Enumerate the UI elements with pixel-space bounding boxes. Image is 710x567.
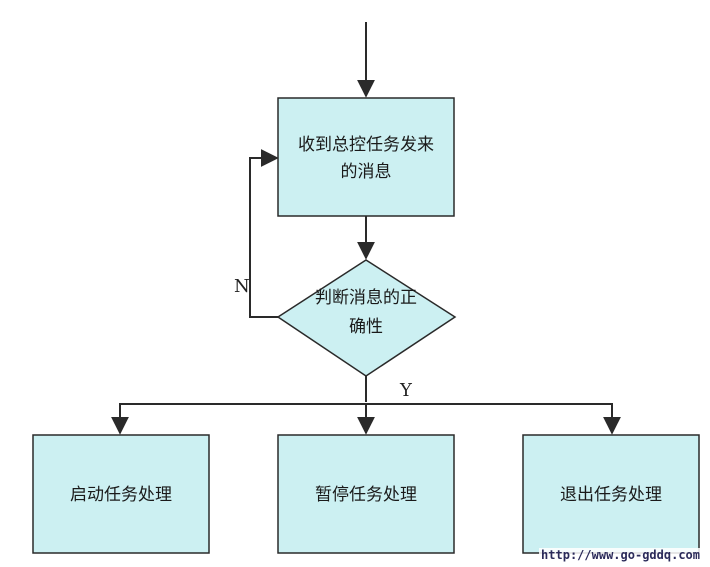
decision-text-line2: 确性 xyxy=(349,317,383,337)
no-loop-arrow xyxy=(249,149,279,318)
receive-message-node: 收到总控任务发来 的消息 xyxy=(277,97,455,217)
receive-message-text-line1: 收到总控任务发来 xyxy=(298,135,434,155)
exit-task-node: 退出任务处理 xyxy=(522,434,700,554)
validate-decision-node: 判断消息的正 确性 xyxy=(276,259,457,377)
pause-task-node: 暂停任务处理 xyxy=(277,434,455,554)
pause-task-text: 暂停任务处理 xyxy=(315,485,417,505)
exit-task-text: 退出任务处理 xyxy=(560,485,662,505)
watermark: http://www.go-gddq.com xyxy=(539,548,702,562)
receive-message-text-line2: 的消息 xyxy=(341,162,392,182)
start-task-node: 启动任务处理 xyxy=(32,434,210,554)
no-label: N xyxy=(234,276,250,297)
decision-text-line1: 判断消息的正 xyxy=(315,288,417,308)
start-task-text: 启动任务处理 xyxy=(70,485,172,505)
yes-label: Y xyxy=(399,380,413,401)
